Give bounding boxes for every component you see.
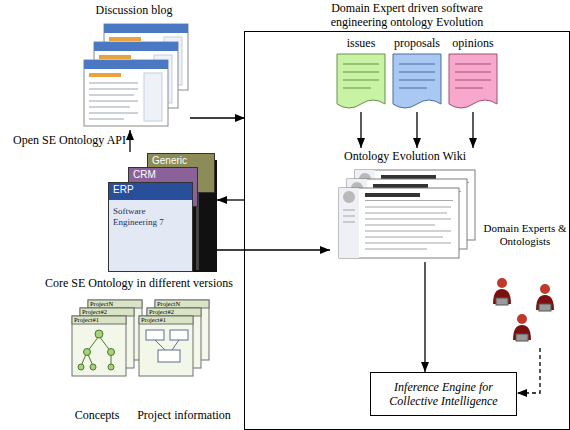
connector-arrow xyxy=(190,117,245,118)
node-label: Project information xyxy=(128,408,240,422)
blog-screenshots xyxy=(84,24,188,126)
connector-arrow xyxy=(217,199,245,200)
concept-pages xyxy=(72,300,142,376)
blog-screenshot: Discussion blog xyxy=(78,3,190,130)
issues-document: issues xyxy=(333,36,389,112)
api-label: Open SE Ontology API xyxy=(6,134,126,148)
node-label: Discussion blog xyxy=(78,3,190,17)
evolution-panel: Domain Expert driven software engineerin… xyxy=(245,32,569,429)
page-label: ProjectN xyxy=(90,300,113,308)
node-label: ERP xyxy=(113,184,188,196)
page-label: Project#2 xyxy=(149,308,174,316)
connector-arrow xyxy=(517,348,540,393)
opinions-document: opinions xyxy=(445,36,501,112)
node-label: Ontology Evolution Wiki xyxy=(330,149,480,163)
proposals-document: proposals xyxy=(389,36,445,112)
node-label: opinions xyxy=(445,36,501,50)
node-label: Domain Expert driven software engineerin… xyxy=(307,1,507,29)
connector-arrow xyxy=(472,112,473,148)
wiki-screenshots xyxy=(339,170,475,258)
document-icons xyxy=(337,54,497,108)
node-label: Generic xyxy=(152,155,210,167)
ontology-book-stack: Core SE Ontology in different versionsGe… xyxy=(105,152,217,272)
node-label: CRM xyxy=(133,169,193,181)
book-cover: ERPSoftware Engineering 7 xyxy=(108,182,193,272)
page-label: Project#2 xyxy=(82,308,107,316)
connector-arrow xyxy=(416,112,417,148)
page-label: Project#1 xyxy=(74,316,99,324)
node-subtitle: Software Engineering 7 xyxy=(113,196,188,228)
connector-arrow xyxy=(217,249,330,250)
people-icons xyxy=(493,278,554,341)
concepts-icon: Concepts xyxy=(62,296,132,424)
wiki-screenshot: Ontology Evolution Wiki xyxy=(330,148,480,262)
node-label: issues xyxy=(333,36,389,50)
node-label: Core SE Ontology in different versions xyxy=(9,276,269,290)
connector-arrow xyxy=(424,262,425,372)
inference-box: Inference Engine for Collective Intellig… xyxy=(370,372,517,416)
node-label: Inference Engine for Collective Intellig… xyxy=(375,380,512,408)
connector-arrow xyxy=(360,112,361,148)
connector-arrow xyxy=(129,130,130,152)
node-label: proposals xyxy=(389,36,445,50)
page-label: ProjectN xyxy=(157,300,180,308)
node-label: Concepts xyxy=(62,408,132,422)
project-icon: Project information xyxy=(128,296,240,424)
project-pages xyxy=(139,300,209,376)
node-label: Domain Experts & Ontologists xyxy=(482,222,568,248)
page-label: Project#1 xyxy=(141,316,166,324)
experts-group: Domain Experts & Ontologists xyxy=(482,222,568,348)
